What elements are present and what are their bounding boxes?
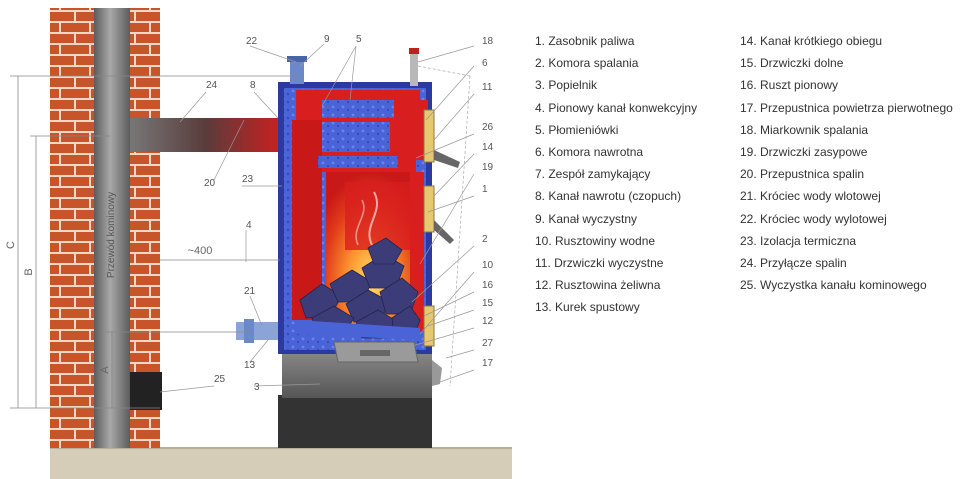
legend-right-column: 14. Kanał krótkiego obiegu 15. Drzwiczki…: [740, 30, 953, 296]
legend-item: 17. Przepustnica powietrza pierwotnego: [740, 100, 953, 115]
legend-item: 11. Drzwiczki wyczystne: [535, 255, 664, 270]
callout-number: 27: [482, 338, 494, 349]
legend-item: 13. Kurek spustowy: [535, 300, 640, 315]
legend-item: 3. Popielnik: [535, 78, 598, 93]
callout-number: 19: [482, 162, 494, 173]
boiler-base: [278, 395, 432, 448]
legend-item: 24. Przyłącze spalin: [740, 255, 847, 270]
callout-number: 25: [214, 374, 226, 385]
callout-number: 20: [204, 178, 216, 189]
legend-item: 1. Zasobnik paliwa: [535, 34, 635, 48]
legend-item: 19. Drzwiczki zasypowe: [740, 144, 868, 159]
distance-label: ~400: [188, 245, 213, 257]
callout-number: 5: [356, 34, 362, 45]
flue-connector: [130, 118, 280, 152]
callout-number: 23: [242, 174, 254, 185]
legend-item: 5. Płomieniówki: [535, 122, 619, 137]
callout-number: 2: [482, 234, 488, 245]
callout-number: 13: [244, 360, 256, 371]
callout-number: 18: [482, 36, 494, 47]
legend-item: 23. Izolacja termiczna: [740, 233, 857, 248]
callout-number: 16: [482, 280, 494, 291]
flame-tubes: [322, 100, 394, 118]
callout-number: 6: [482, 58, 488, 69]
callout-number: 11: [482, 82, 493, 93]
callout-number: 14: [482, 142, 494, 153]
legend-item: 22. Króciec wody wylotowej: [740, 211, 887, 226]
chimney-cleanout: [130, 372, 162, 410]
dimension-label-b: B: [23, 268, 35, 275]
callout-number: 24: [206, 80, 218, 91]
callout-number: 1: [482, 184, 488, 195]
callout-number: 3: [254, 382, 260, 393]
callout-leaders: [159, 43, 475, 393]
legend-item: 4. Pionowy kanał konwekcyjny: [535, 100, 698, 115]
dimension-lines: [10, 75, 300, 409]
return-chamber: [390, 100, 428, 160]
callout-number: 12: [482, 316, 494, 327]
chimney-label: Przewód kominowy: [106, 192, 117, 278]
legend-item: 12. Rusztowina żeliwna: [535, 278, 661, 293]
callout-number: 4: [246, 220, 252, 231]
boiler-cross-section-diagram: Przewód kominowy: [5, 8, 512, 479]
callout-number: 22: [246, 36, 258, 47]
legend-item: 21. Króciec wody wlotowej: [740, 189, 881, 204]
ground: [50, 448, 512, 479]
legend-item: 7. Zespół zamykający: [535, 167, 651, 182]
cleaning-port: [290, 60, 304, 84]
dimension-label-c: C: [5, 241, 17, 249]
legend-left-column: 1. Zasobnik paliwa 2. Komora spalania 3.…: [535, 30, 697, 318]
legend-item: 14. Kanał krótkiego obiegu: [740, 34, 883, 48]
inlet-pipe: [236, 322, 284, 340]
legend-item: 18. Miarkownik spalania: [740, 122, 869, 137]
legend-item: 2. Komora spalania: [535, 56, 639, 71]
callout-number: 17: [482, 358, 494, 369]
legend-item: 20. Przepustnica spalin: [740, 167, 865, 182]
callout-number: 10: [482, 260, 494, 271]
callout-number: 8: [250, 80, 256, 91]
callout-number: 21: [244, 286, 256, 297]
legend-item: 10. Rusztowiny wodne: [535, 233, 656, 248]
cleaning-door: [423, 109, 435, 163]
legend-item: 6. Komora nawrotna: [535, 144, 644, 159]
draft-regulator: [410, 52, 418, 86]
legend-item: 25. Wyczystka kanału kominowego: [740, 278, 927, 293]
legend-item: 16. Ruszt pionowy: [740, 78, 839, 93]
callout-number: 26: [482, 122, 494, 133]
legend-item: 8. Kanał nawrotu (czopuch): [535, 189, 682, 204]
callout-number: 9: [324, 34, 330, 45]
loading-door: [423, 185, 435, 233]
callout-number: 15: [482, 298, 494, 309]
legend-item: 9. Kanał wyczystny: [535, 211, 638, 226]
legend-item: 15. Drzwiczki dolne: [740, 56, 844, 71]
dimension-label-a: A: [99, 366, 111, 374]
water-grates: [296, 320, 420, 340]
